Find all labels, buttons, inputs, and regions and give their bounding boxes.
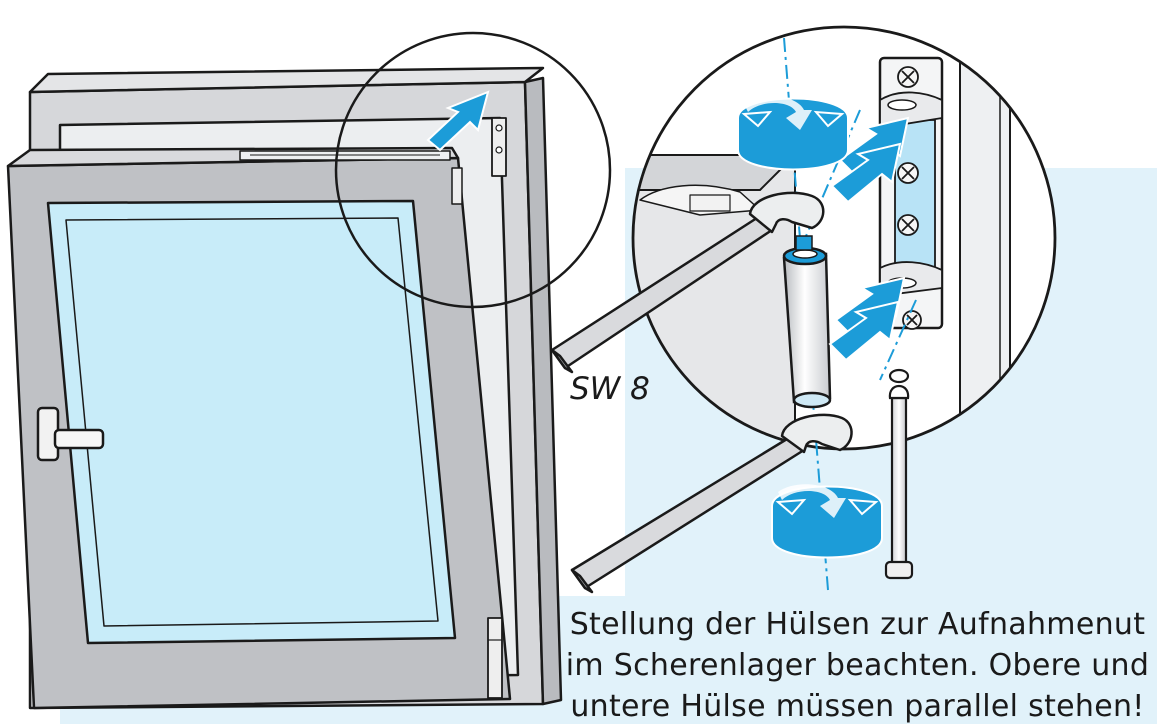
window-handle: [36, 406, 105, 462]
wrench-icon-upper: [550, 191, 825, 374]
wrench-icon-lower: [570, 413, 853, 594]
screw-icon: [897, 66, 922, 330]
window-glass: [46, 199, 457, 645]
window-illustration: [6, 66, 563, 710]
rotate-arrows-icon-top: [737, 96, 849, 171]
hinge-sleeve: [782, 235, 832, 409]
caption-line-2: im Scherenlager beachten. Obere und: [565, 648, 1150, 683]
detail-marker-circle: [334, 31, 612, 309]
hinge-pin: [884, 368, 914, 580]
caption-line-1: Stellung der Hülsen zur Aufnahmenut: [569, 607, 1146, 642]
wrench-size-label: SW 8: [570, 371, 650, 407]
insert-arrow-icon: [426, 90, 490, 152]
insert-arrow-icon-lower: [828, 276, 906, 362]
rotate-arrows-icon-bottom: [771, 484, 883, 559]
caption: Stellung der Hülsen zur Aufnahmenut im S…: [560, 604, 1155, 727]
insert-arrow-icon-middle: [830, 142, 902, 204]
caption-line-3: untere Hülse müssen parallel stehen!: [570, 689, 1145, 724]
